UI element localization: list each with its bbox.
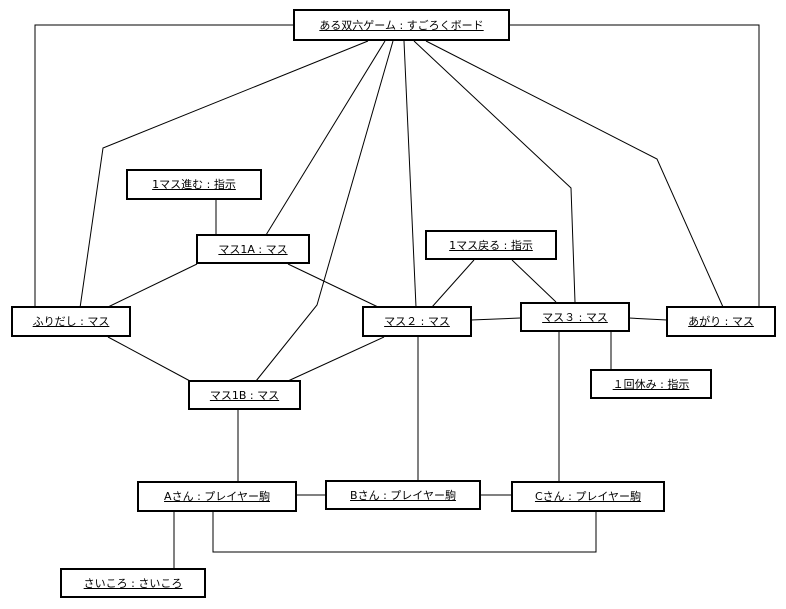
node-back1: 1マス戻る : 指示 [425,230,557,260]
node-move1-label: 1マス進む : 指示 [152,178,236,191]
node-board: ある双六ゲーム : すごろくボード [293,9,510,41]
node-start-label: ふりだし : マス [32,315,110,328]
link-board-goal-2 [425,40,724,308]
node-sq1b: マス1B : マス [188,380,301,410]
node-sq1b-label: マス1B : マス [209,388,280,402]
node-piece-a: Aさん : プレイヤー駒 [137,481,297,512]
link-board-sq1b [255,40,394,382]
link-back1-sq2 [431,259,475,308]
link-board-start [34,24,294,308]
node-piece-c: Cさん : プレイヤー駒 [511,481,665,512]
node-back1-label: 1マス戻る : 指示 [449,238,533,252]
node-move1: 1マス進む : 指示 [126,169,262,200]
link-sq1a-start [107,263,198,308]
node-rest1: １回休み : 指示 [590,369,712,399]
link-sq1a-sq2 [287,263,379,308]
link-start-sq1b [107,336,191,382]
node-dice: さいころ : さいころ [60,568,206,598]
node-piece-b-label: Bさん : プレイヤー駒 [350,488,456,502]
node-piece-c-label: Cさん : プレイヤー駒 [534,490,642,503]
link-sq2-sq1b [287,336,385,382]
node-sq1a: マス1A : マス [196,234,310,264]
link-board-sq2 [403,40,417,308]
link-board-sq3 [413,40,576,303]
node-sq3-label: マス３ : マス [542,310,608,324]
node-piece-a-label: Aさん : プレイヤー駒 [164,490,270,503]
node-sq3: マス３ : マス [520,302,630,332]
node-sq2: マス２ : マス [362,306,472,337]
node-sq2-label: マス２ : マス [384,315,450,328]
link-sq2-sq3 [470,317,521,321]
link-board-sq1a [265,40,386,236]
link-sq3-goal [628,317,668,321]
node-piece-b: Bさん : プレイヤー駒 [325,480,481,510]
node-goal-label: あがり : マス [688,315,754,328]
node-sq1a-label: マス1A : マス [218,242,288,256]
link-back1-sq3 [511,259,557,303]
node-goal: あがり : マス [666,306,776,337]
node-dice-label: さいころ : さいころ [83,576,183,590]
link-pieceA-pieceC [212,511,597,553]
link-board-start-2 [79,40,369,309]
node-rest1-label: １回休み : 指示 [612,377,690,391]
node-board-label: ある双六ゲーム : すごろくボード [319,18,484,32]
node-start: ふりだし : マス [11,306,131,337]
link-board-goal [508,24,760,308]
